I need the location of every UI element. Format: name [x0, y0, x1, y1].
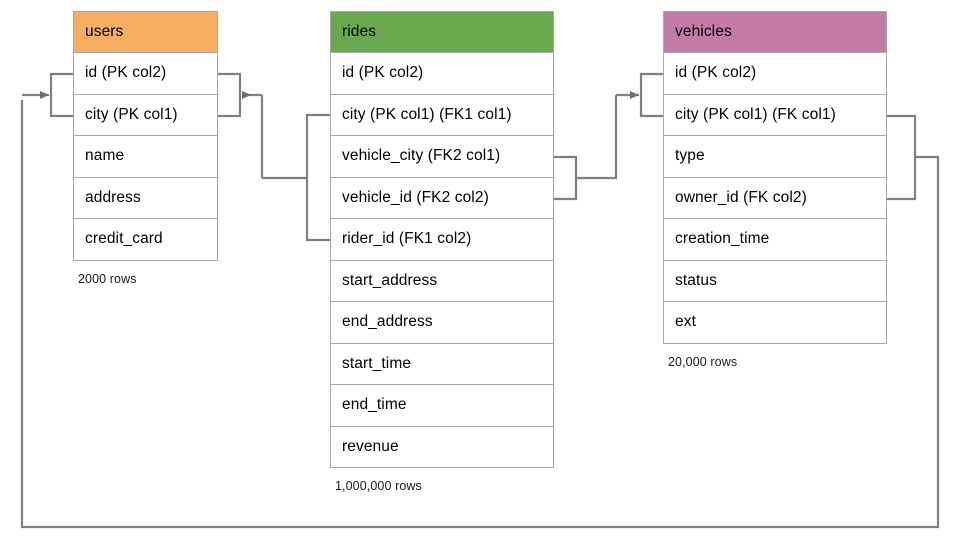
column-row[interactable]: start_address [330, 260, 554, 302]
column-label: address [85, 188, 141, 206]
column-label: id (PK col2) [85, 64, 167, 82]
column-label: city (PK col1) (FK col1) [675, 105, 836, 123]
column-row[interactable]: end_address [330, 302, 554, 344]
column-label: vehicle_city (FK2 col1) [342, 147, 501, 165]
column-label: owner_id (FK col2) [675, 188, 807, 206]
entity-header-rides[interactable]: rides [330, 11, 554, 53]
column-row[interactable]: id (PK col2) [73, 53, 218, 95]
column-row[interactable]: start_time [330, 343, 554, 385]
column-label: vehicle_id (FK2 col2) [342, 188, 489, 206]
column-label: name [85, 147, 125, 165]
entity-table-vehicles[interactable]: vehicles id (PK col2) city (PK col1) (FK c… [663, 11, 887, 344]
column-label: credit_card [85, 230, 163, 248]
row-count-label-users: 2000 rows [78, 271, 137, 286]
column-row[interactable]: rider_id (FK1 col2) [330, 219, 554, 261]
entity-table-users[interactable]: users id (PK col2) city (PK col1) name addre… [73, 11, 218, 261]
entity-title-users: users [85, 23, 124, 40]
column-label: id (PK col2) [675, 64, 757, 82]
entity-header-vehicles[interactable]: vehicles [663, 11, 887, 53]
entity-columns-vehicles: id (PK col2) city (PK col1) (FK col1) type… [663, 53, 887, 344]
column-label: revenue [342, 437, 399, 455]
column-label: end_address [342, 313, 433, 331]
column-label: city (PK col1) [85, 105, 178, 123]
column-label: creation_time [675, 230, 770, 248]
column-row[interactable]: name [73, 136, 218, 178]
column-row[interactable]: vehicle_city (FK2 col1) [330, 136, 554, 178]
entity-title-vehicles: vehicles [675, 23, 732, 40]
column-label: ext [675, 313, 696, 331]
column-row[interactable]: credit_card [73, 219, 218, 261]
column-label: rider_id (FK1 col2) [342, 230, 472, 248]
column-row[interactable]: owner_id (FK col2) [663, 177, 887, 219]
entity-header-users[interactable]: users [73, 11, 218, 53]
column-label: start_time [342, 354, 412, 372]
entity-title-rides: rides [342, 23, 377, 40]
entity-columns-rides: id (PK col2) city (PK col1) (FK1 col1) veh… [330, 53, 554, 468]
connector-rides-fk2-to-vehicles [554, 72, 663, 201]
column-row[interactable]: end_time [330, 385, 554, 427]
column-row[interactable]: address [73, 177, 218, 219]
column-label: status [675, 271, 717, 289]
connector-rides-fk1-to-users [218, 72, 330, 242]
row-count-label-rides: 1,000,000 rows [335, 479, 422, 493]
column-row[interactable]: ext [663, 302, 887, 344]
entity-table-rides[interactable]: rides id (PK col2) city (PK col1) (FK1 col… [330, 11, 554, 468]
column-row[interactable]: revenue [330, 426, 554, 468]
entity-columns-users: id (PK col2) city (PK col1) name address cre… [73, 53, 218, 261]
column-row[interactable]: type [663, 136, 887, 178]
column-row[interactable]: creation_time [663, 219, 887, 261]
column-row[interactable]: vehicle_id (FK2 col2) [330, 177, 554, 219]
column-label: start_address [342, 271, 438, 289]
column-row[interactable]: status [663, 260, 887, 302]
column-label: id (PK col2) [342, 64, 424, 82]
column-row[interactable]: city (PK col1) (FK1 col1) [330, 94, 554, 136]
column-row[interactable]: city (PK col1) (FK col1) [663, 94, 887, 136]
column-label: city (PK col1) (FK1 col1) [342, 105, 512, 123]
column-row[interactable]: id (PK col2) [330, 53, 554, 95]
column-row[interactable]: city (PK col1) [73, 94, 218, 136]
row-count-label-vehicles: 20,000 rows [668, 354, 738, 369]
column-label: end_time [342, 396, 407, 414]
column-row[interactable]: id (PK col2) [663, 53, 887, 95]
column-label: type [675, 147, 705, 165]
